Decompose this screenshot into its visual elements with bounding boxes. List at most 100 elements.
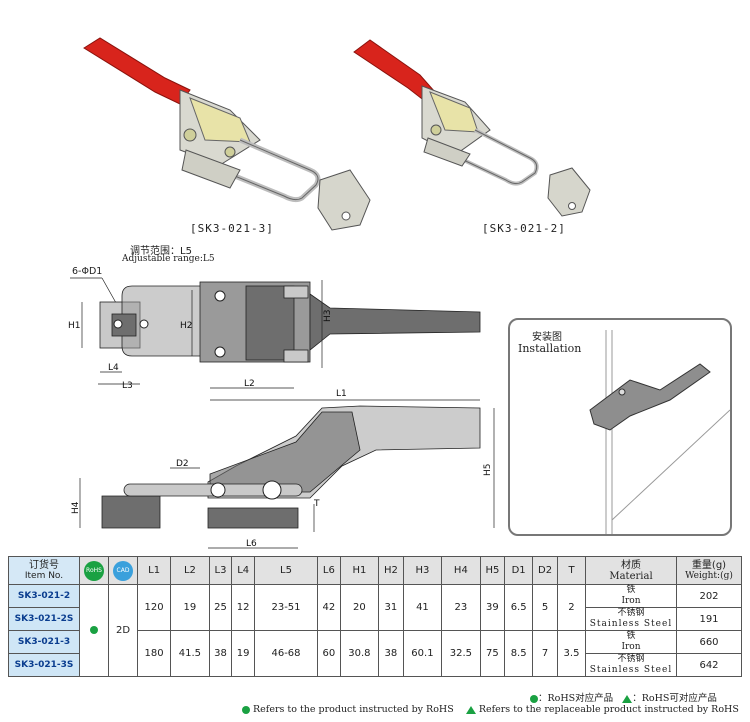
cell-l5: 46-68 — [254, 630, 318, 677]
cell-l2: 41.5 — [170, 630, 210, 677]
cell-h2: 31 — [378, 584, 404, 631]
cell-t: 3.5 — [556, 630, 587, 677]
installation-panel: 安装图 Installation — [508, 318, 732, 536]
header-h2: H2 — [378, 556, 404, 585]
hole-label: 6-ΦD1 — [72, 266, 103, 277]
header-l3: L3 — [208, 556, 233, 585]
header-l5: L5 — [254, 556, 318, 585]
rohs-dot-icon — [90, 626, 98, 634]
header-l2: L2 — [170, 556, 210, 585]
cell-d1: 8.5 — [504, 630, 534, 677]
cell-d2: 7 — [532, 630, 558, 677]
table-row: SK3-021-2S 不锈钢 Stainless Steel 191 — [8, 607, 742, 631]
rohs-dot-icon — [242, 705, 250, 714]
rohs-triangle-icon — [622, 694, 633, 703]
weight-cell: 660 — [676, 630, 742, 654]
cell-h4: 23 — [441, 584, 481, 631]
cell-h3: 41 — [402, 584, 443, 631]
table-row: SK3-021-3 180 41.5 38 19 46-68 60 30.8 3… — [8, 630, 742, 677]
installation-sketch — [589, 330, 730, 534]
cell-l6: 60 — [317, 630, 341, 677]
header-weight: 重量(g) Weight:(g) — [676, 556, 742, 585]
cell-l5: 23-51 — [254, 584, 318, 631]
cell-d2: 5 — [532, 584, 558, 631]
installation-cn: 安装图 — [532, 332, 562, 343]
cell-l4: 12 — [231, 584, 255, 631]
caption-sk3-021-3: [SK3-021-3] — [190, 222, 274, 235]
table-row: SK3-021-2 2D 120 19 25 12 23-51 42 20 31… — [8, 584, 742, 677]
cell-h5: 75 — [479, 630, 506, 677]
cell-h2: 38 — [378, 630, 404, 677]
cell-l2: 19 — [170, 584, 210, 631]
rohs-triangle-icon — [465, 705, 476, 714]
legend-cn: ：RoHS对应产品 ：RoHS可对应产品 — [530, 690, 717, 704]
table-row: SK3-021-3S 不锈钢 Stainless Steel 642 — [8, 653, 742, 677]
header-l6: L6 — [317, 556, 341, 585]
rohs-icon: RoHS — [84, 560, 104, 581]
header-material: 材质 Material — [585, 556, 677, 585]
cell-l4: 19 — [231, 630, 255, 677]
dim-h5: H5 — [483, 464, 493, 477]
spec-table: 订货号 Item No. RoHS CAD L1 L2 L3 L4 L5 L6 … — [8, 556, 742, 677]
cell-h4: 32.5 — [441, 630, 481, 677]
material-cell: 铁 Iron — [585, 630, 677, 654]
cad-icon: CAD — [113, 560, 133, 581]
cell-d1: 6.5 — [504, 584, 534, 631]
header-t: T — [556, 556, 587, 585]
caption-sk3-021-2: [SK3-021-2] — [482, 222, 566, 235]
adjust-range-en: Adjustable range:L5 — [122, 254, 215, 264]
weight-cell: 191 — [676, 607, 742, 631]
cell-h3: 60.1 — [402, 630, 443, 677]
adjust-range-cn: 调节范围：L5 — [130, 246, 192, 257]
dim-l1: L1 — [336, 389, 347, 399]
material-cell: 不锈钢 Stainless Steel — [585, 653, 677, 677]
rohs-dot-icon — [530, 694, 538, 703]
installation-en: Installation — [518, 342, 582, 355]
weight-cell: 202 — [676, 584, 742, 608]
material-cell: 铁 Iron — [585, 584, 677, 608]
cell-l1: 120 — [136, 584, 172, 631]
rohs-cell — [79, 584, 109, 677]
header-d1: D1 — [504, 556, 534, 585]
header-l1: L1 — [136, 556, 172, 585]
technical-drawing: H1 H2 H3 L4 L3 L2 L1 D2 H4 H5 L6 T — [68, 277, 495, 549]
dim-h1: H1 — [68, 321, 81, 331]
header-item-no: 订货号 Item No. — [8, 556, 80, 585]
cell-t: 2 — [556, 584, 587, 631]
dim-t: T — [313, 499, 320, 509]
dim-l2: L2 — [244, 379, 255, 389]
header-h1: H1 — [339, 556, 380, 585]
cell-l3: 25 — [208, 584, 233, 631]
cell-l3: 38 — [208, 630, 233, 677]
cell-l1: 180 — [136, 630, 172, 677]
dim-l6: L6 — [246, 539, 257, 549]
header-h3: H3 — [402, 556, 443, 585]
cad-cell: 2D — [108, 584, 138, 677]
dim-h4: H4 — [71, 501, 81, 514]
header-cad: CAD — [108, 556, 138, 585]
product-photo-sk3-021-2 — [353, 39, 591, 217]
cell-h1: 30.8 — [339, 630, 380, 677]
header-l4: L4 — [231, 556, 255, 585]
item-no: SK3-021-3S — [8, 653, 80, 677]
dim-l4: L4 — [108, 363, 119, 373]
dim-h3: H3 — [323, 310, 333, 323]
item-no: SK3-021-2 — [8, 584, 80, 608]
header-h4: H4 — [441, 556, 481, 585]
material-cell: 不锈钢 Stainless Steel — [585, 607, 677, 631]
dim-d2: D2 — [176, 459, 189, 469]
product-photo-sk3-021-3 — [83, 37, 371, 231]
table-header-row: 订货号 Item No. RoHS CAD L1 L2 L3 L4 L5 L6 … — [8, 556, 742, 585]
legend-en: Refers to the product instructed by RoHS… — [242, 704, 739, 715]
item-no: SK3-021-2S — [8, 607, 80, 631]
cell-l6: 42 — [317, 584, 341, 631]
item-no: SK3-021-3 — [8, 630, 80, 654]
dim-l3: L3 — [122, 381, 133, 391]
header-d2: D2 — [532, 556, 558, 585]
cell-h1: 20 — [339, 584, 380, 631]
dim-h2: H2 — [180, 321, 193, 331]
weight-cell: 642 — [676, 653, 742, 677]
header-h5: H5 — [479, 556, 506, 585]
cell-h5: 39 — [479, 584, 506, 631]
header-rohs: RoHS — [79, 556, 109, 585]
